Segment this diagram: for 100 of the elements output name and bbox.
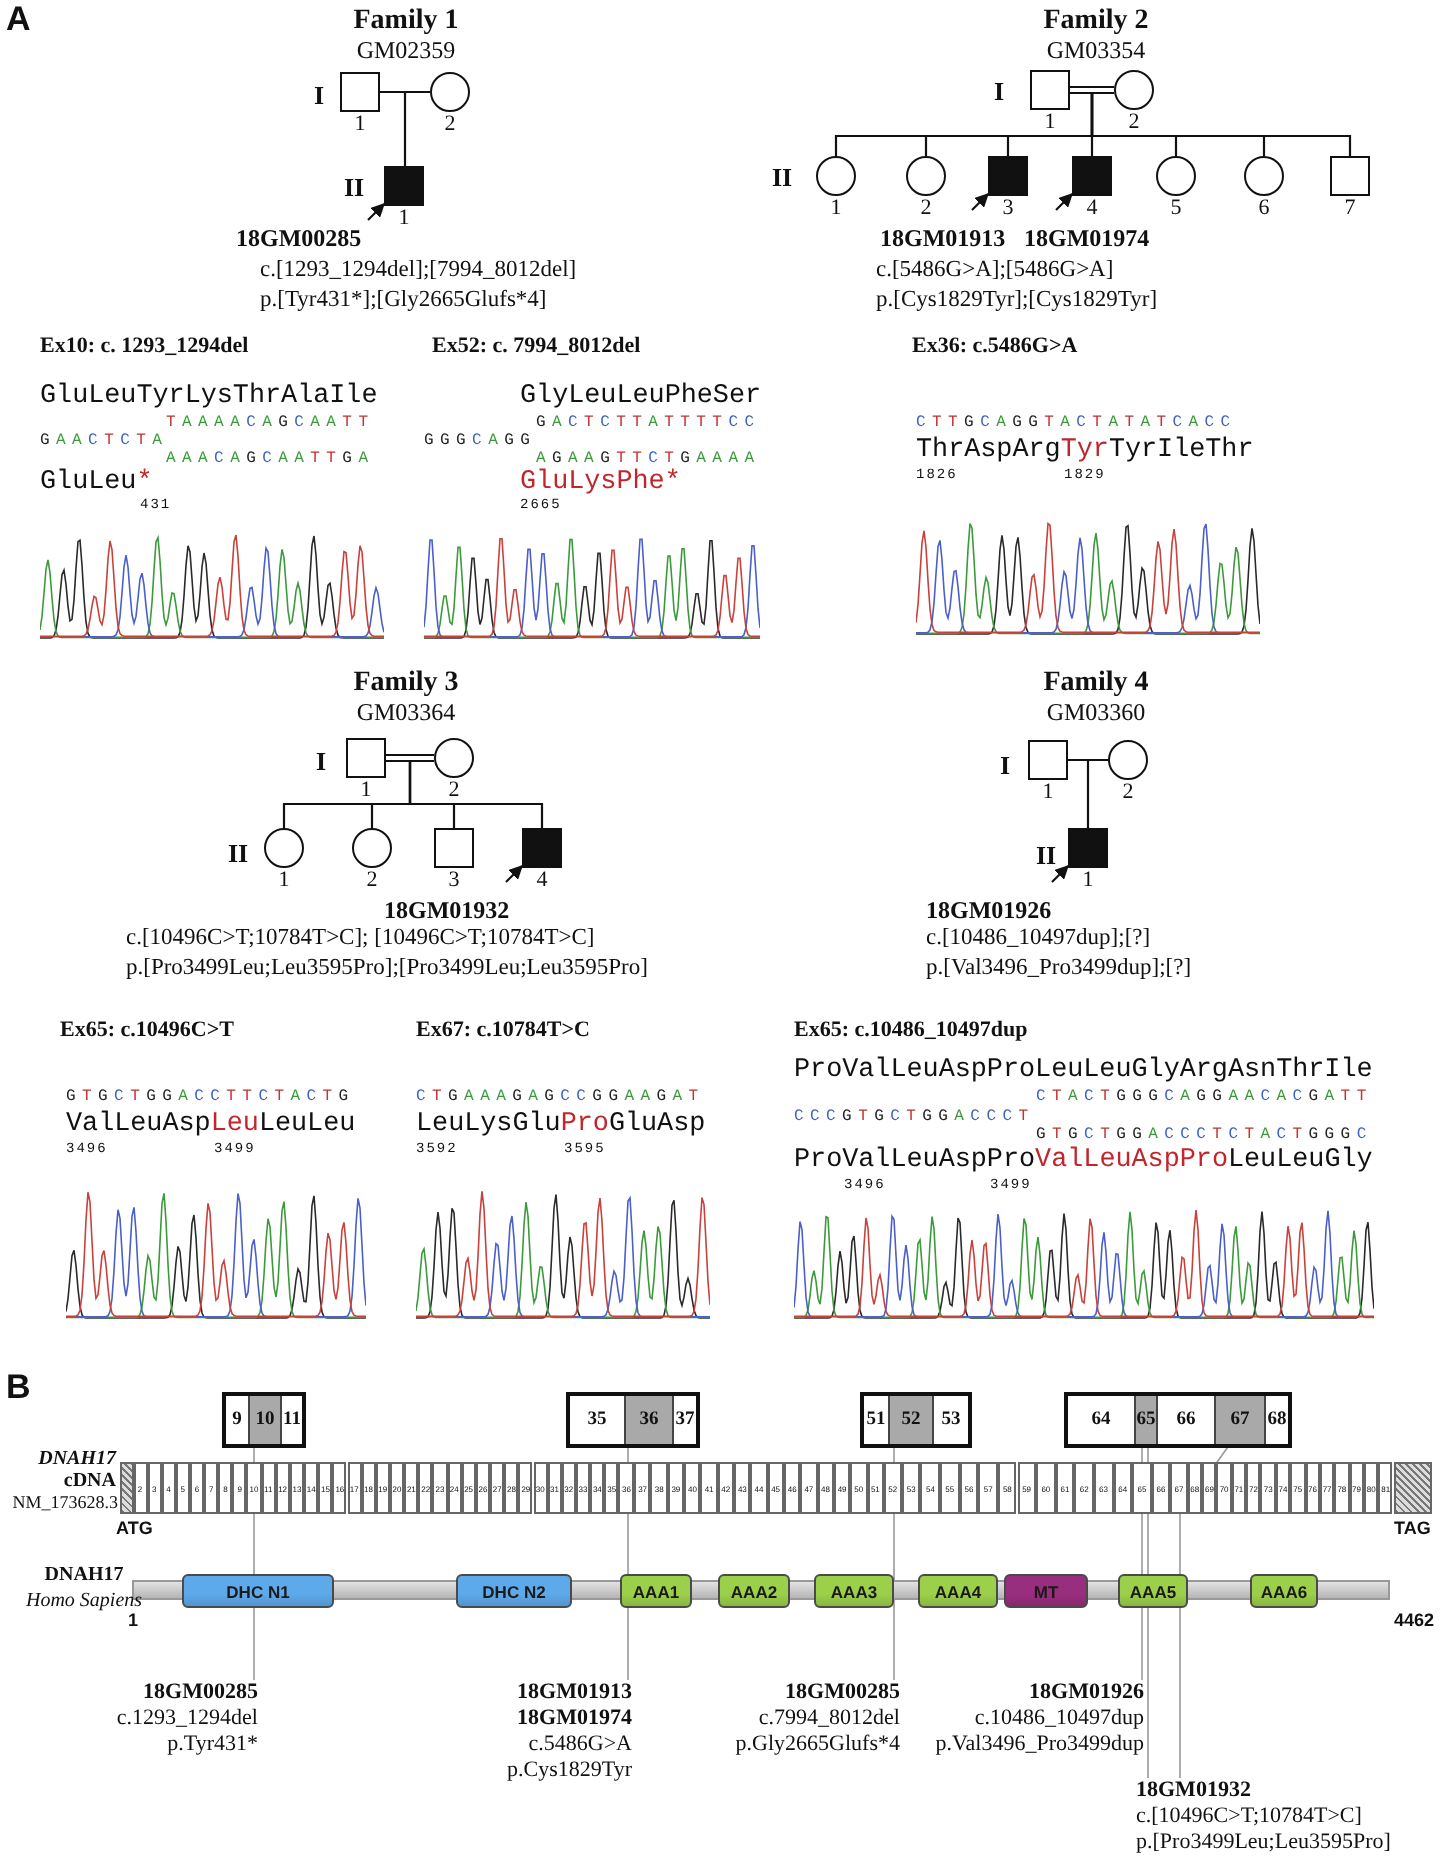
proband-arrow: [1055, 193, 1073, 211]
exon-cell: 11: [280, 1396, 302, 1444]
proband-arrow: [1051, 865, 1069, 883]
domain-box: AAA3: [814, 1574, 894, 1608]
domain-box: AAA2: [718, 1574, 790, 1608]
individual-number: 6: [1258, 196, 1270, 220]
individual-number: 2: [1122, 780, 1134, 804]
exon-zoom-box: [566, 1392, 700, 1448]
variant-notation: c.[5486G>A];[5486G>A]: [876, 258, 1114, 282]
amino-acid-sequence: GluLysPhe*: [520, 470, 681, 497]
exon-heading: Ex10: c. 1293_1294del: [40, 334, 249, 358]
variant-text: 18GM00285: [141, 1680, 258, 1706]
proband-id: 18GM01974: [1024, 224, 1150, 254]
individual-number: 1: [1042, 780, 1054, 804]
individual-number: 2: [444, 112, 456, 136]
variant-notation: p.[Val3496_Pro3499dup];[?]: [926, 956, 1192, 980]
domain-box: AAA6: [1250, 1574, 1318, 1608]
exon-zoom-box: [1064, 1392, 1292, 1448]
family-id: GM03354: [1046, 36, 1146, 66]
family-title: Family 1: [353, 6, 459, 38]
exon-cell: 65: [1134, 1396, 1156, 1444]
amino-acid-sequence: ProValLeuAspProLeuLeuGlyArgAsnThrIle: [794, 1058, 1373, 1085]
codon-label: 1: [128, 1610, 139, 1630]
pedigree-line: [1070, 91, 1352, 156]
pedigree-line: [1068, 85, 1116, 95]
exon-zoom-box: [860, 1392, 972, 1448]
individual-number: 1: [830, 196, 842, 220]
generation-numeral: II: [228, 838, 249, 870]
family-id: GM02359: [356, 36, 456, 66]
family-id: GM03360: [1046, 698, 1146, 728]
pedigree-line: [1068, 758, 1090, 828]
amino-acid-sequence: ValLeuAsp: [66, 1112, 211, 1139]
gene-name: DNAH17: [44, 1564, 124, 1586]
proband-id: 18GM01926: [926, 896, 1052, 926]
variant-text: c.1293_1294del: [114, 1706, 258, 1732]
individual-number: 3: [1002, 196, 1014, 220]
variant-text: c.5486G>A: [526, 1732, 632, 1758]
track-label: cDNA: [63, 1470, 116, 1492]
generation-numeral: II: [772, 162, 793, 194]
amino-acid-sequence: ThrAspArg: [916, 438, 1061, 465]
generation-numeral: I: [316, 746, 327, 778]
proband-id: 18GM01913: [880, 224, 1006, 254]
pedigree-line: [386, 759, 544, 828]
amino-acid-sequence: TyrIleThr: [1108, 438, 1254, 465]
amino-acid-sequence: GlyLeuLeuPheSer: [520, 384, 762, 411]
individual-number: 1: [1044, 110, 1056, 134]
exon-cell: 52: [888, 1396, 932, 1444]
pedigree-line: [384, 753, 436, 763]
exon-heading: Ex67: c.10784T>C: [416, 1018, 590, 1042]
variant-text: 18GM01932: [1136, 1778, 1253, 1804]
individual-number: 1: [354, 112, 366, 136]
variant-text: 18GM01974: [515, 1706, 632, 1732]
proband-id: 18GM01932: [384, 896, 510, 926]
amino-acid-sequence: Leu: [210, 1112, 259, 1139]
exon-heading: Ex65: c.10486_10497dup: [794, 1018, 1028, 1042]
variant-notation: c.[10486_10497dup];[?]: [926, 926, 1151, 950]
domain-box: AAA5: [1118, 1574, 1188, 1608]
amino-acid-sequence: LeuLysGlu: [416, 1112, 561, 1139]
individual-number: 7: [1344, 196, 1356, 220]
individual-number: 2: [366, 868, 378, 892]
codon-label: TAG: [1394, 1518, 1431, 1538]
individual-number: 5: [1170, 196, 1182, 220]
individual-number: 4: [1086, 196, 1098, 220]
individual-number: 1: [278, 868, 290, 892]
domain-box: DHC N2: [456, 1574, 572, 1608]
exon-cell: 67: [1214, 1396, 1264, 1444]
amino-acid-sequence: ProValLeuAspPro: [794, 1148, 1036, 1175]
generation-numeral: II: [1036, 840, 1057, 872]
variant-notation: p.[Cys1829Tyr];[Cys1829Tyr]: [876, 288, 1158, 312]
amino-acid-sequence: LeuLeu: [258, 1112, 356, 1139]
exon-heading: Ex52: c. 7994_8012del: [432, 334, 641, 358]
variant-text: p.Cys1829Tyr: [505, 1758, 632, 1784]
individual-number: 2: [1128, 110, 1140, 134]
amino-acid-sequence: LeuLeuGly: [1227, 1148, 1373, 1175]
variant-text: p.Gly2665Glufs*4: [733, 1732, 900, 1758]
generation-numeral: I: [314, 80, 325, 112]
domain-box: AAA4: [918, 1574, 998, 1608]
codon-label: 4462: [1394, 1610, 1435, 1630]
exon-cell: 37: [672, 1396, 696, 1444]
proband-arrow: [971, 193, 989, 211]
gene-name: DNAH17: [38, 1448, 116, 1470]
variant-notation: c.[1293_1294del];[7994_8012del]: [260, 258, 577, 282]
exon-zoom-box: [222, 1392, 306, 1448]
domain-box: MT: [1004, 1574, 1088, 1608]
domain-box: DHC N1: [182, 1574, 334, 1608]
amino-acid-sequence: GluLeuTyrLysThrAlaIle: [40, 384, 378, 411]
panel-letter: B: [6, 1368, 31, 1408]
exon-cell: 10: [248, 1396, 280, 1444]
individual-number: 1: [398, 206, 410, 230]
individual-number: 4: [536, 868, 548, 892]
variant-text: 18GM00285: [783, 1680, 900, 1706]
family-title: Family 4: [1043, 668, 1149, 700]
family-title: Family 2: [1043, 6, 1149, 38]
variant-notation: p.[Tyr431*];[Gly2665Glufs*4]: [260, 288, 547, 312]
individual-number: 1: [360, 778, 372, 802]
panel-letter: A: [6, 0, 31, 40]
individual-number: 2: [448, 778, 460, 802]
amino-acid-sequence: Pro: [560, 1112, 609, 1139]
species-name: Homo Sapiens: [25, 1590, 143, 1612]
proband-id: 18GM00285: [236, 224, 362, 254]
